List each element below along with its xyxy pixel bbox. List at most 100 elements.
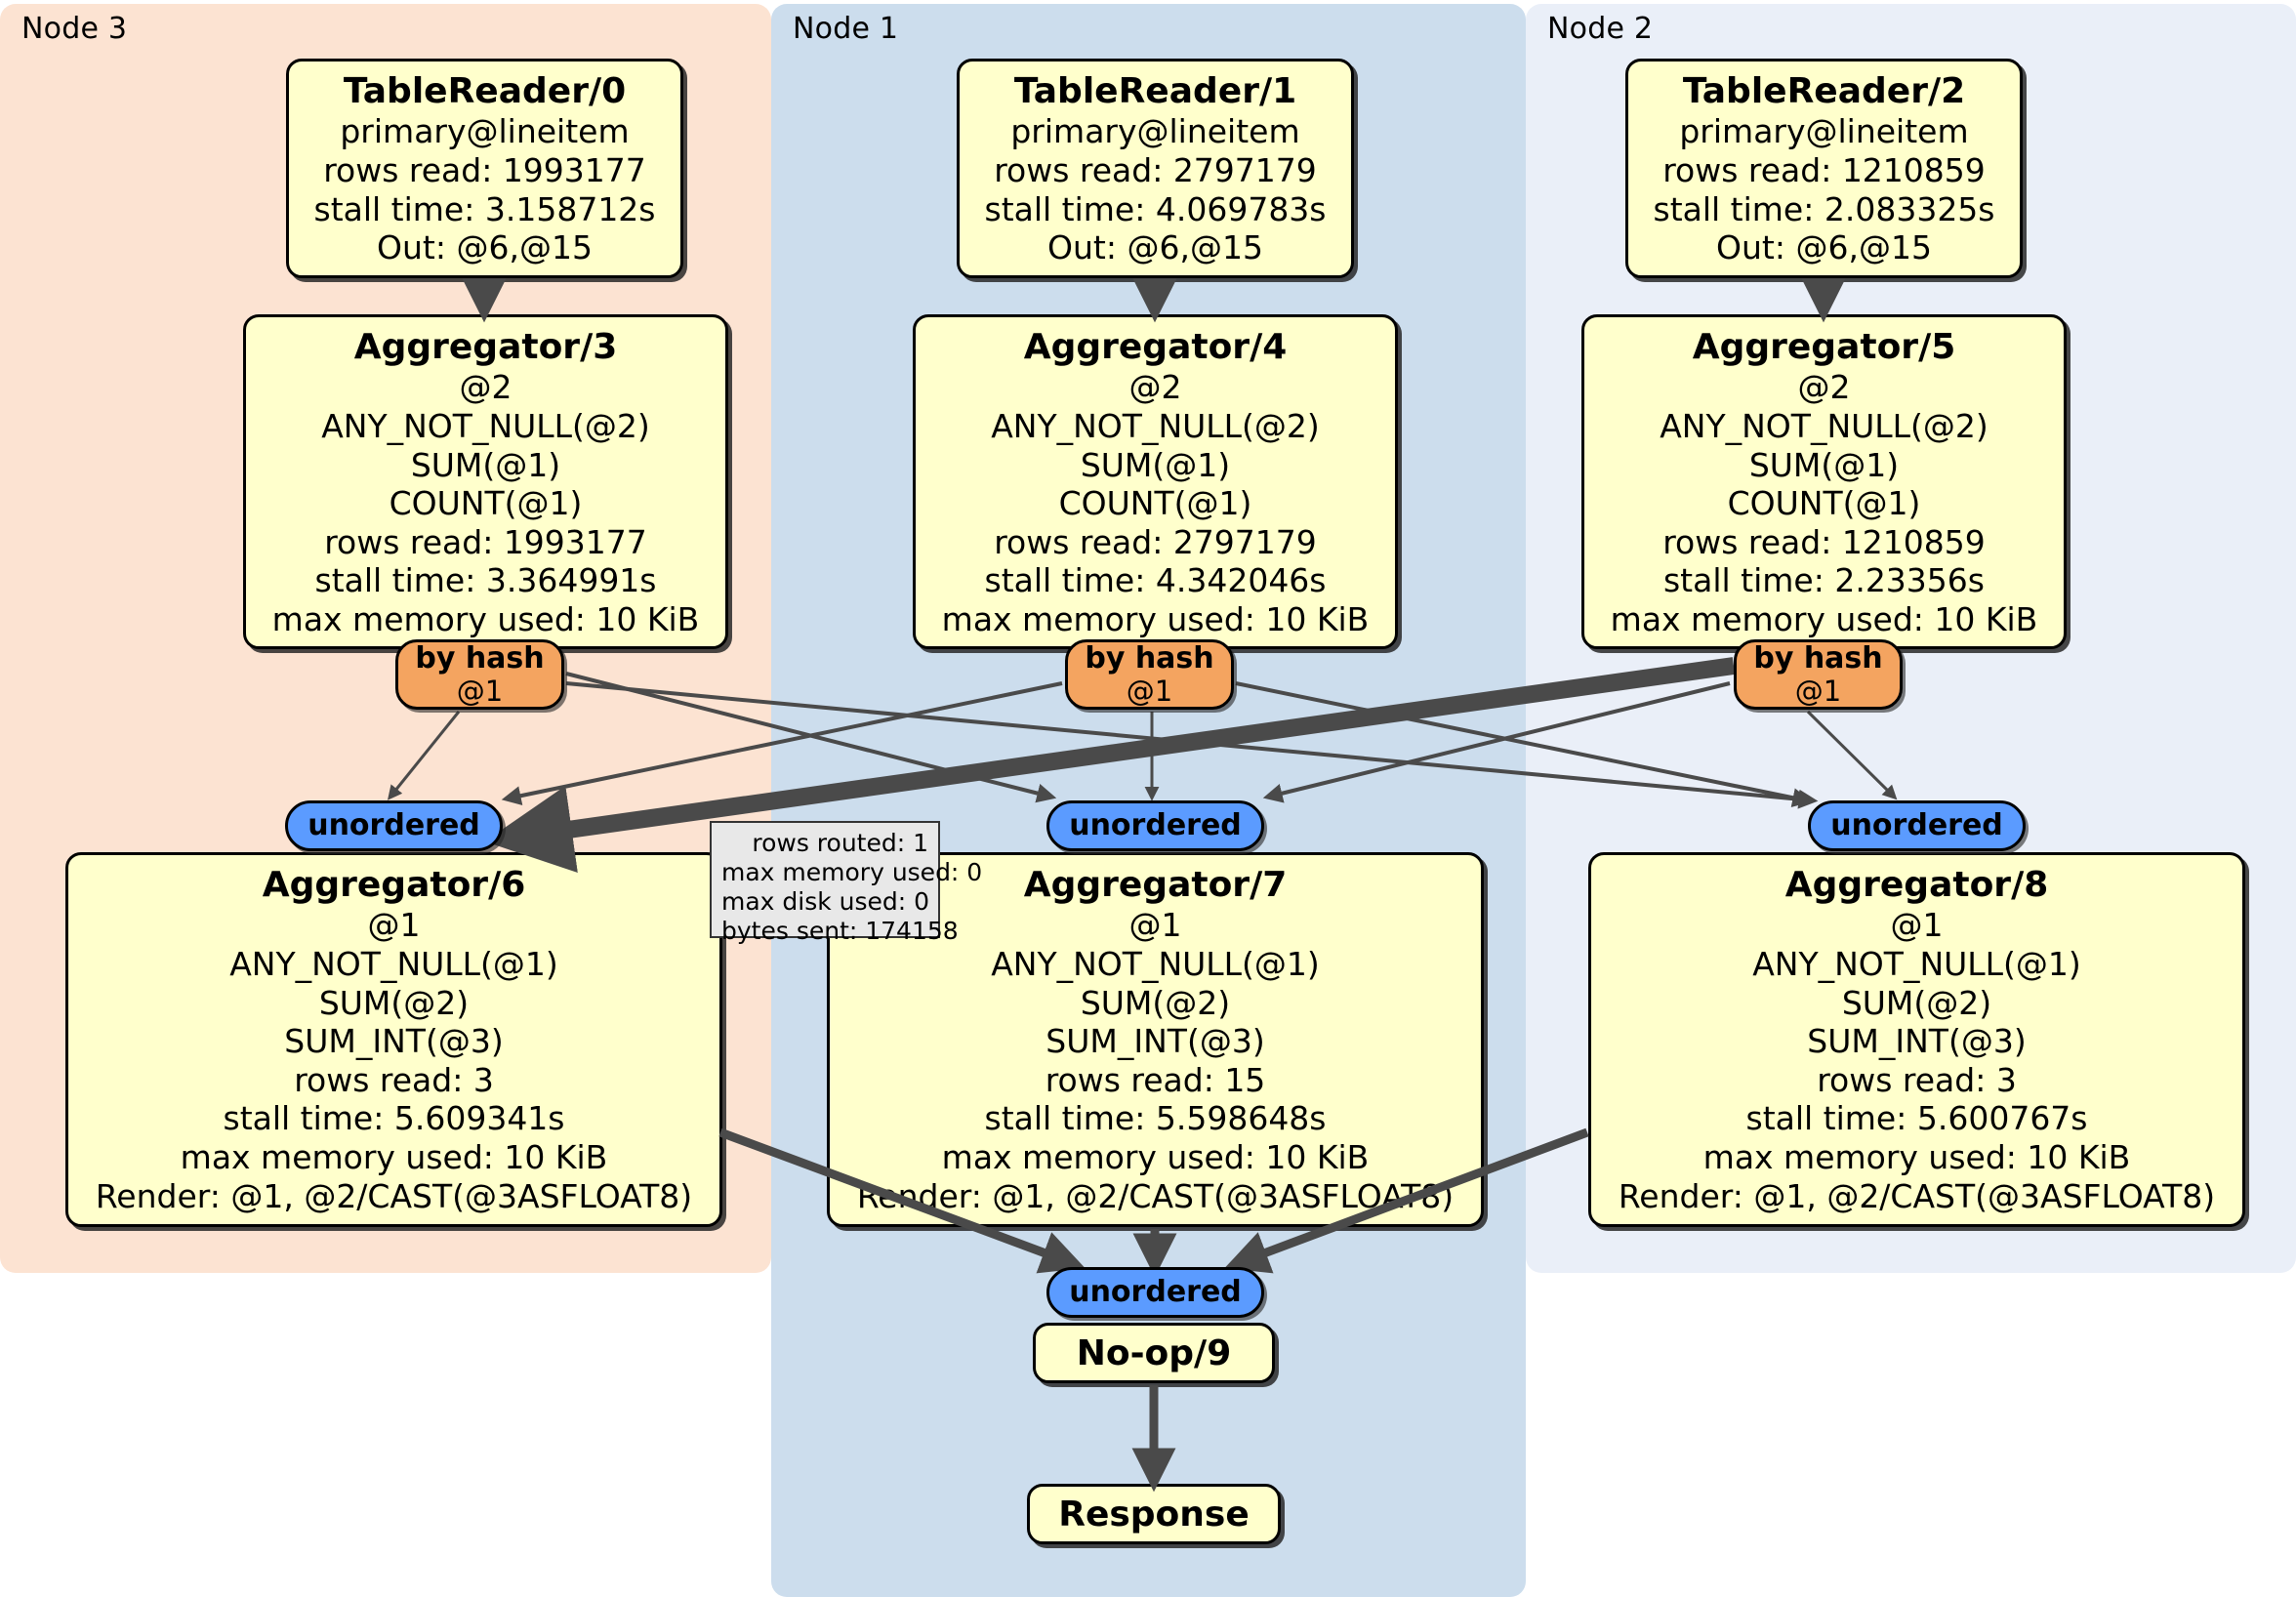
processor-detail-line: ANY_NOT_NULL(@2) <box>991 407 1320 446</box>
processor-detail-line: rows read: 1993177 <box>323 151 646 190</box>
processor-detail-line: stall time: 4.069783s <box>984 189 1327 228</box>
node-panel-label-node2: Node 2 <box>1547 12 1654 46</box>
processor-detail-line: @1 <box>367 906 421 945</box>
router-column: @1 <box>1126 674 1173 708</box>
processor-title: Aggregator/6 <box>262 865 526 905</box>
processor-detail-line: rows read: 1993177 <box>324 522 647 561</box>
processor-detail-line: COUNT(@1) <box>1727 484 1921 523</box>
processor-detail-line: SUM(@1) <box>1748 445 1900 484</box>
synchronizer-label: unordered <box>308 808 480 843</box>
processor-detail-line: COUNT(@1) <box>1058 484 1252 523</box>
router-label: by hash <box>415 640 545 676</box>
processor-detail-line: rows read: 1210859 <box>1662 522 1986 561</box>
processor-detail-line: ANY_NOT_NULL(@2) <box>321 407 650 446</box>
processor-detail-line: max memory used: 10 KiB <box>941 600 1370 639</box>
processor-detail-line: ANY_NOT_NULL(@1) <box>991 945 1320 984</box>
processor-detail-line: Out: @6,@15 <box>1047 228 1263 267</box>
synchronizer-unordered9[interactable]: unordered <box>1046 1267 1264 1318</box>
processor-detail-line: stall time: 5.609341s <box>223 1099 565 1138</box>
processor-detail-line: SUM(@2) <box>318 983 470 1022</box>
synchronizer-label: unordered <box>1069 808 1242 843</box>
processor-title: Aggregator/4 <box>1023 327 1288 367</box>
processor-detail-line: @1 <box>1128 906 1182 945</box>
processor-detail-line: rows read: 2797179 <box>994 151 1317 190</box>
processor-detail-line: COUNT(@1) <box>389 484 583 523</box>
processor-detail-line: SUM_INT(@3) <box>1807 1022 2027 1061</box>
processor-title: Aggregator/3 <box>353 327 618 367</box>
processor-detail-line: max memory used: 10 KiB <box>271 600 700 639</box>
router-column: @1 <box>456 674 504 708</box>
router-label: by hash <box>1753 640 1883 676</box>
processor-detail-line: @2 <box>1128 368 1182 407</box>
processor-detail-line: SUM(@2) <box>1080 983 1231 1022</box>
router-byhash3[interactable]: by hash@1 <box>395 639 564 710</box>
processor-detail-line: rows read: 3 <box>294 1060 494 1099</box>
processor-detail-line: Render: @1, @2/CAST(@3ASFLOAT8) <box>1618 1176 2216 1215</box>
processor-detail-line: primary@lineitem <box>1010 112 1300 151</box>
processor-detail-line: stall time: 4.342046s <box>984 561 1327 600</box>
processor-detail-line: ANY_NOT_NULL(@2) <box>1660 407 1988 446</box>
processor-title: Aggregator/5 <box>1692 327 1956 367</box>
synchronizer-unordered8[interactable]: unordered <box>1808 800 2026 851</box>
processor-title: Aggregator/7 <box>1023 865 1288 905</box>
processor-detail-line: Render: @1, @2/CAST(@3ASFLOAT8) <box>856 1176 1455 1215</box>
processor-detail-line: SUM(@1) <box>410 445 561 484</box>
tooltip-line: max memory used: 0 <box>721 858 983 886</box>
router-byhash4[interactable]: by hash@1 <box>1065 639 1234 710</box>
synchronizer-label: unordered <box>1830 808 2003 843</box>
processor-detail-line: stall time: 5.600767s <box>1745 1099 2088 1138</box>
processor-detail-line: stall time: 5.598648s <box>984 1099 1327 1138</box>
tooltip-line: max disk used: 0 <box>721 887 930 916</box>
router-label: by hash <box>1085 640 1214 676</box>
processor-title: TableReader/0 <box>343 71 627 111</box>
processor-detail-line: SUM(@1) <box>1080 445 1231 484</box>
processor-detail-line: max memory used: 10 KiB <box>1610 600 2038 639</box>
processor-detail-line: stall time: 2.23356s <box>1662 561 1985 600</box>
tooltip-line: rows routed: 1 <box>752 829 928 857</box>
processor-detail-line: rows read: 1210859 <box>1662 151 1986 190</box>
processor-detail-line: SUM_INT(@3) <box>1046 1022 1265 1061</box>
processor-noop9[interactable]: No-op/9 <box>1033 1323 1275 1383</box>
processor-detail-line: max memory used: 10 KiB <box>180 1138 608 1177</box>
processor-title: No-op/9 <box>1076 1333 1232 1373</box>
tooltip-line: bytes sent: 174158 <box>721 917 959 945</box>
processor-detail-line: stall time: 2.083325s <box>1653 189 1995 228</box>
processor-detail-line: rows read: 2797179 <box>994 522 1317 561</box>
processor-detail-line: Out: @6,@15 <box>1716 228 1932 267</box>
processor-detail-line: max memory used: 10 KiB <box>1702 1138 2131 1177</box>
processor-detail-line: SUM_INT(@3) <box>284 1022 504 1061</box>
processor-detail-line: max memory used: 10 KiB <box>941 1138 1370 1177</box>
processor-detail-line: primary@lineitem <box>340 112 630 151</box>
router-byhash5[interactable]: by hash@1 <box>1734 639 1903 710</box>
processor-detail-line: Out: @6,@15 <box>377 228 593 267</box>
node-panel-label-node3: Node 3 <box>21 12 128 46</box>
processor-title: TableReader/1 <box>1013 71 1297 111</box>
synchronizer-unordered6[interactable]: unordered <box>285 800 503 851</box>
node-panel-label-node1: Node 1 <box>793 12 899 46</box>
synchronizer-unordered7[interactable]: unordered <box>1046 800 1264 851</box>
router-column: @1 <box>1794 674 1842 708</box>
processor-detail-line: @2 <box>459 368 512 407</box>
processor-detail-line: @1 <box>1890 906 1944 945</box>
processor-title: TableReader/2 <box>1682 71 1966 111</box>
processor-detail-line: stall time: 3.364991s <box>314 561 657 600</box>
processor-detail-line: rows read: 3 <box>1817 1060 2017 1099</box>
processor-detail-line: SUM(@2) <box>1841 983 1992 1022</box>
processor-detail-line: stall time: 3.158712s <box>313 189 656 228</box>
processor-title: Aggregator/8 <box>1784 865 2049 905</box>
processor-detail-line: rows read: 15 <box>1045 1060 1266 1099</box>
processor-response[interactable]: Response <box>1027 1484 1281 1544</box>
processor-detail-line: ANY_NOT_NULL(@1) <box>229 945 558 984</box>
processor-detail-line: @2 <box>1797 368 1851 407</box>
processor-detail-line: ANY_NOT_NULL(@1) <box>1752 945 2081 984</box>
processor-detail-line: Render: @1, @2/CAST(@3ASFLOAT8) <box>95 1176 693 1215</box>
